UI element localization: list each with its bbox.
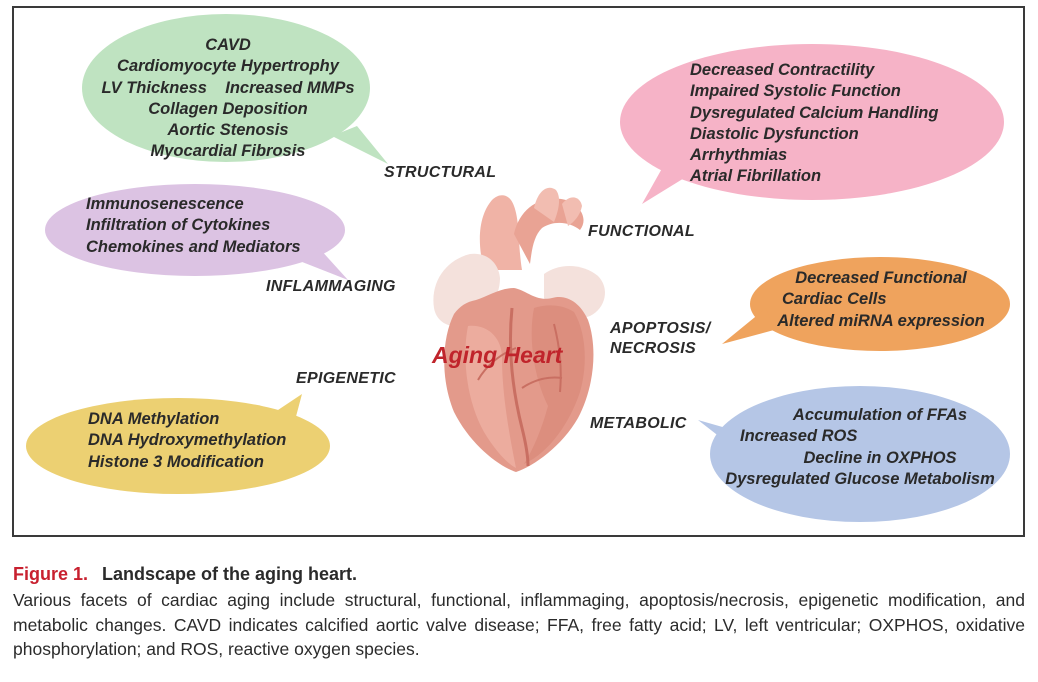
aging-heart-illustration (433, 187, 605, 472)
apoptosis-bubble-text: Decreased Functional Cardiac Cells Alter… (762, 268, 1000, 332)
structural-bubble-text: CAVD Cardiomyocyte Hypertrophy LV Thickn… (82, 35, 374, 163)
structural-bubble (82, 14, 388, 164)
metabolic-item: Increased ROS (740, 427, 858, 446)
epigenetic-item: DNA Hydroxymethylation (88, 431, 287, 450)
structural-item: Collagen Deposition (148, 99, 308, 118)
apoptosis-item: Altered miRNA expression (777, 311, 985, 330)
structural-item: CAVD (205, 36, 251, 54)
label-inflammaging: INFLAMMAGING (266, 278, 396, 295)
epigenetic-bubble (26, 394, 330, 494)
metabolic-bubble (698, 386, 1010, 522)
inflammaging-item: Chemokines and Mediators (86, 237, 301, 256)
functional-item: Diastolic Dysfunction (690, 124, 859, 143)
inflammaging-bubble (45, 184, 348, 280)
figure-caption: Figure 1. Landscape of the aging heart. V… (13, 562, 1025, 662)
label-structural: STRUCTURAL (384, 164, 497, 181)
diagram-canvas (26, 14, 1010, 522)
functional-item: Atrial Fibrillation (690, 167, 822, 186)
apoptosis-bubble (722, 257, 1010, 351)
heart-title: Aging Heart (432, 342, 563, 368)
functional-item: Arrhythmias (690, 146, 788, 165)
metabolic-item: Accumulation of FFAs (792, 406, 968, 424)
figure-frame: CAVD Cardiomyocyte Hypertrophy LV Thickn… (12, 6, 1025, 537)
inflammaging-bubble-text: Immunosenescence Infiltration of Cytokin… (86, 194, 301, 258)
functional-bubble (620, 44, 1004, 204)
epigenetic-item: Histone 3 Modification (88, 452, 265, 471)
metabolic-item: Dysregulated Glucose Metabolism (725, 469, 995, 488)
label-metabolic: METABOLIC (590, 415, 687, 432)
caption-title-line: Figure 1. Landscape of the aging heart. (13, 562, 1025, 586)
structural-item: Aortic Stenosis (167, 121, 289, 140)
label-apoptosis: APOPTOSIS/ NECROSIS (610, 319, 711, 359)
functional-item: Dysregulated Calcium Handling (690, 103, 939, 122)
caption-body: Various facets of cardiac aging include … (13, 590, 1025, 659)
label-apoptosis-line1: APOPTOSIS/ (610, 320, 711, 337)
epigenetic-bubble-text: DNA Methylation DNA Hydroxymethylation H… (88, 409, 286, 473)
apoptosis-item: Decreased Functional (795, 269, 967, 287)
label-functional: FUNCTIONAL (588, 223, 695, 240)
functional-bubble-text: Decreased Contractility Impaired Systoli… (690, 60, 938, 188)
structural-item: Cardiomyocyte Hypertrophy (117, 57, 339, 76)
inflammaging-item: Immunosenescence (86, 195, 244, 213)
inflammaging-item: Infiltration of Cytokines (86, 216, 271, 235)
apoptosis-item: Cardiac Cells (782, 290, 887, 309)
functional-item: Impaired Systolic Function (690, 82, 901, 101)
structural-item: LV Thickness Increased MMPs (101, 78, 355, 97)
structural-item: Myocardial Fibrosis (150, 142, 306, 161)
metabolic-bubble-text: Accumulation of FFAs Increased ROS Decli… (710, 405, 1010, 490)
epigenetic-item: DNA Methylation (88, 410, 220, 428)
label-apoptosis-line2: NECROSIS (610, 340, 696, 357)
caption-title: Landscape of the aging heart. (102, 564, 358, 584)
metabolic-item: Decline in OXPHOS (803, 448, 957, 467)
functional-item: Decreased Contractility (690, 61, 875, 79)
label-epigenetic: EPIGENETIC (296, 370, 396, 387)
caption-number: Figure 1. (13, 564, 89, 584)
